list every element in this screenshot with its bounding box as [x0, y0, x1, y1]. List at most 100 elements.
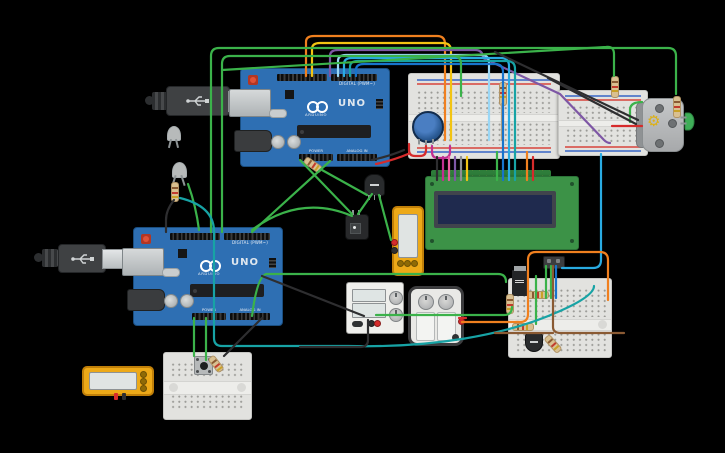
- wire-teal-long-bottom[interactable]: [178, 196, 596, 348]
- pot-knob[interactable]: [412, 111, 444, 143]
- ir-sensor[interactable]: [345, 210, 369, 240]
- multimeter-vertical[interactable]: [391, 206, 424, 276]
- fg-button[interactable]: [452, 334, 459, 341]
- model-label: UNO: [338, 98, 366, 109]
- capacitor: [180, 294, 194, 308]
- wire-black-led-a2[interactable]: [164, 198, 176, 234]
- wire-black-motor-2[interactable]: [546, 76, 638, 126]
- wire-green-diagonal-top[interactable]: [220, 45, 616, 78]
- rail-positive[interactable]: [417, 83, 551, 85]
- multimeter-button[interactable]: [411, 260, 418, 267]
- voltage-regulator[interactable]: [512, 266, 528, 296]
- resistor-breadboard-b[interactable]: [611, 76, 619, 98]
- wire-cyan-right[interactable]: [560, 152, 603, 270]
- lcd-pin-header[interactable]: [431, 170, 551, 180]
- black-probe[interactable]: [122, 393, 126, 400]
- wire-black-a2-ps[interactable]: [260, 274, 366, 318]
- rail-positive[interactable]: [565, 146, 641, 148]
- usb-icon: [71, 254, 94, 264]
- digital-header-pins[interactable]: [170, 233, 220, 240]
- arduino-uno-1[interactable]: DIGITAL (PWM~) ARDUINO UNO POWER ANALOG …: [229, 68, 390, 167]
- power-supply[interactable]: [346, 282, 404, 334]
- voltage-display: [352, 289, 386, 302]
- resistor-motor[interactable]: [673, 96, 681, 118]
- rail-negative[interactable]: [565, 150, 641, 152]
- hole-grid[interactable]: [169, 393, 246, 411]
- smd-chip: [285, 90, 294, 99]
- wire-green-long-1[interactable]: [209, 46, 678, 234]
- wire-lightblue-1[interactable]: [336, 53, 491, 142]
- white-led-1[interactable]: [167, 126, 181, 148]
- wire-red-pot[interactable]: [407, 142, 428, 158]
- wire-green-ir-transistor[interactable]: [356, 192, 374, 216]
- digital-header-pins[interactable]: [331, 74, 377, 81]
- digital-header-pins[interactable]: [277, 74, 327, 81]
- multimeter-horizontal[interactable]: [82, 366, 154, 400]
- reset-button[interactable]: [248, 75, 258, 85]
- wire-green-led-a2[interactable]: [186, 182, 201, 232]
- power-button[interactable]: [352, 321, 363, 327]
- rail-negative[interactable]: [565, 95, 641, 97]
- wire-green-motor[interactable]: [628, 100, 644, 124]
- voltage-knob[interactable]: [389, 291, 403, 305]
- shaft: [668, 119, 677, 128]
- smd-chip: [178, 249, 187, 258]
- resistor-led[interactable]: [171, 182, 179, 202]
- wire-green-a1-transistor[interactable]: [320, 168, 369, 197]
- breadboard-small-top-right[interactable]: [558, 90, 648, 156]
- probe-terminal-negative[interactable]: [391, 247, 398, 254]
- wire-orange-1[interactable]: [304, 34, 447, 142]
- rail-positive[interactable]: [565, 99, 641, 101]
- mount-hole: [570, 239, 574, 243]
- wire-green-transistor-multimeter[interactable]: [377, 193, 393, 242]
- breadboard-mini-bottom[interactable]: [163, 352, 252, 420]
- wire-green-a2-a1[interactable]: [250, 159, 332, 234]
- wire-magenta-pot[interactable]: [430, 144, 452, 160]
- wire-black-minibb-a2[interactable]: [222, 316, 264, 358]
- wire-green-ps-bbr[interactable]: [374, 305, 514, 317]
- probe-terminal-positive[interactable]: [391, 239, 398, 246]
- wire-orange-fg-loop[interactable]: [460, 250, 610, 324]
- hole-grid[interactable]: [415, 89, 553, 113]
- wire-purple-1[interactable]: [328, 48, 612, 145]
- wire-green-long-2[interactable]: [220, 54, 463, 234]
- red-probe[interactable]: [114, 393, 118, 400]
- fg-knob[interactable]: [418, 294, 434, 310]
- multimeter-button[interactable]: [140, 385, 147, 392]
- white-led-2[interactable]: [171, 162, 187, 187]
- fg-knob[interactable]: [438, 294, 454, 310]
- wire-black-a1-bb[interactable]: [370, 148, 406, 162]
- wire-green-a1-ir[interactable]: [298, 158, 354, 216]
- wire-black-ps-down[interactable]: [298, 318, 370, 349]
- pot-leg: [432, 139, 434, 144]
- wire-red-a1-bb[interactable]: [374, 152, 410, 166]
- hole-grid[interactable]: [564, 127, 642, 142]
- terminal-positive[interactable]: [374, 320, 381, 327]
- rail-negative[interactable]: [417, 79, 551, 81]
- multimeter-button[interactable]: [397, 260, 404, 267]
- hole-grid[interactable]: [564, 104, 642, 119]
- wire-teal-1[interactable]: [348, 59, 517, 182]
- power-header-pins[interactable]: [299, 154, 333, 161]
- lcd-bezel: [434, 191, 556, 228]
- rail-positive[interactable]: [417, 147, 551, 149]
- breadboard-large[interactable]: [408, 73, 560, 159]
- wire-blue-1[interactable]: [354, 62, 505, 182]
- multimeter-button[interactable]: [140, 378, 147, 385]
- multimeter-button[interactable]: [140, 371, 147, 378]
- reset-button[interactable]: [141, 234, 151, 244]
- wire-brown-switch[interactable]: [551, 264, 626, 335]
- wire-green-a2-regulator[interactable]: [250, 272, 508, 318]
- digital-label: DIGITAL (PWM~): [232, 240, 268, 245]
- wire-black-motor-1[interactable]: [493, 50, 640, 122]
- digital-header-pins[interactable]: [224, 233, 270, 240]
- rail-negative[interactable]: [417, 151, 551, 153]
- analog-header-pins[interactable]: [337, 154, 377, 161]
- pot-leg: [425, 140, 427, 145]
- slide-switch[interactable]: [543, 256, 565, 269]
- wire-cyan-1[interactable]: [342, 56, 511, 182]
- regulator-marking: [515, 280, 524, 284]
- power-header-pins[interactable]: [192, 313, 226, 320]
- multimeter-button[interactable]: [404, 260, 411, 267]
- analog-header-pins[interactable]: [230, 313, 270, 320]
